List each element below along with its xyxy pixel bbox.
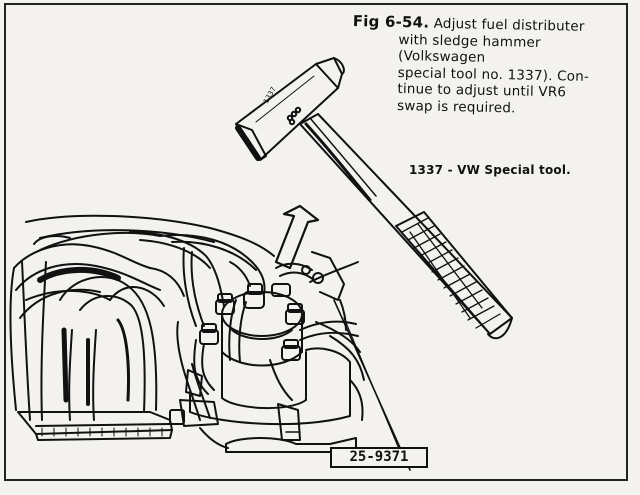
ignition-wires [129, 231, 359, 421]
engine-block [189, 299, 411, 471]
figure-caption: Fig 6-54. Adjust fuel distributer with s… [351, 12, 623, 119]
tool-note: 1337 - VW Special tool. [409, 163, 571, 177]
pointer-arrow-icon [274, 204, 320, 270]
figure-label: Fig 6-54. [352, 12, 430, 32]
page-border [4, 3, 628, 481]
part-number-label: 25-9371 [330, 447, 428, 468]
sledge-hammer-icon [235, 57, 513, 340]
intake-manifold [9, 214, 275, 441]
caption-line-1: Adjust fuel distributer [433, 15, 585, 35]
fuel-distributor [169, 251, 347, 441]
